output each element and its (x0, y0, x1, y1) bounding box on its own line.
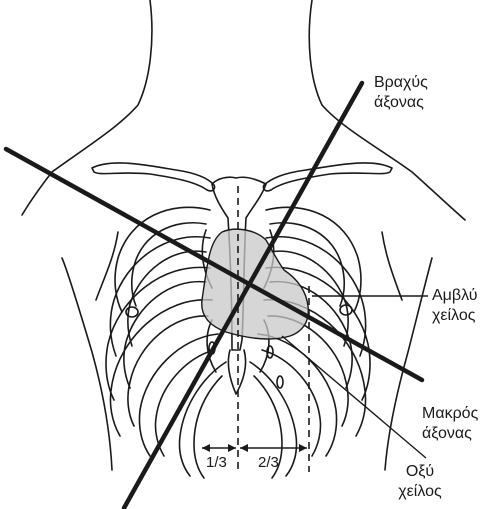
one-third-label: 1/3 (206, 454, 227, 471)
long-axis-label: Μακρός άξονας (422, 404, 478, 444)
fraction-arrows (202, 444, 307, 452)
two-thirds-label: 2/3 (258, 454, 279, 471)
short-axis-label: Βραχύς άξονας (374, 73, 428, 113)
heart-silhouette (202, 229, 309, 339)
obtuse-margin-label: Αμβλύ χείλος (432, 286, 477, 326)
acute-margin-label: Οξύ χείλος (386, 462, 454, 502)
